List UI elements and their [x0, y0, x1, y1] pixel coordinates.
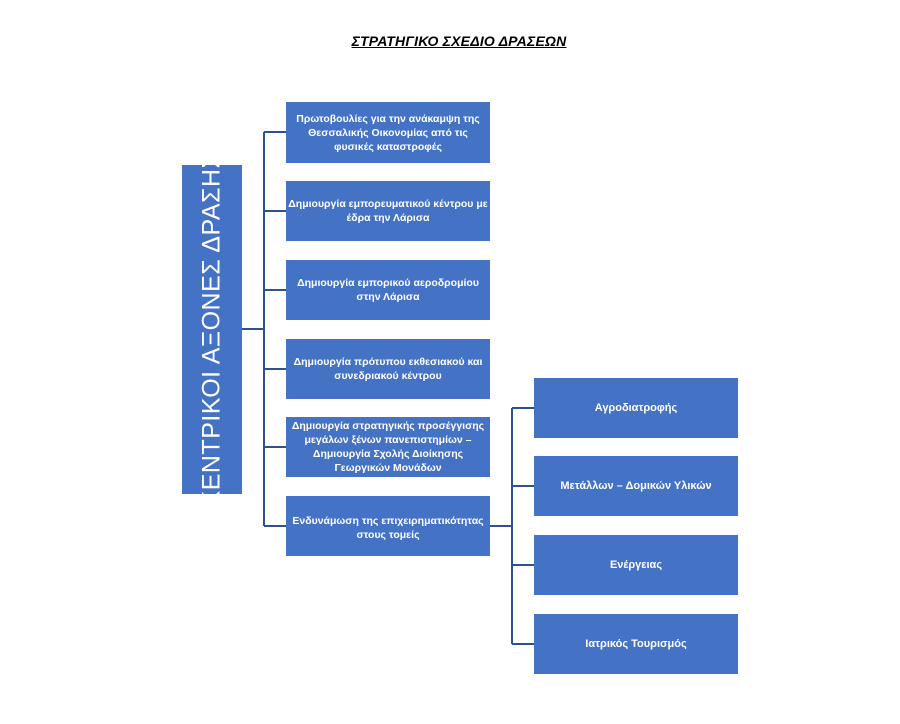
- axis-node-universities: Δημιουργία στρατηγικής προσέγγισης μεγάλ…: [286, 417, 490, 477]
- axis-node-airport: Δημιουργία εμπορικού αεροδρομίου στην Λά…: [286, 260, 490, 320]
- sector-node-agrifood: Αγροδιατροφής: [534, 378, 738, 438]
- root-label: ΚΕΝΤΡΙΚΟΙ ΑΞΟΝΕΣ ΔΡΑΣΗΣ: [197, 152, 226, 507]
- root-node: ΚΕΝΤΡΙΚΟΙ ΑΞΟΝΕΣ ΔΡΑΣΗΣ: [182, 152, 242, 507]
- sector-node-medical-tourism: Ιατρικός Τουρισμός: [534, 614, 738, 674]
- axis-node-exhibition-center: Δημιουργία πρότυπου εκθεσιακού και συνεδ…: [286, 339, 490, 399]
- sector-node-energy: Ενέργειας: [534, 535, 738, 595]
- sector-node-metals: Μετάλλων – Δομικών Υλικών: [534, 456, 738, 516]
- axis-node-entrepreneurship: Ενδυνάμωση της επιχειρηματικότητας στους…: [286, 496, 490, 556]
- axis-node-recovery: Πρωτοβουλίες για την ανάκαμψη της Θεσσαλ…: [286, 102, 490, 163]
- diagram-title: ΣΤΡΑΤΗΓΙΚΟ ΣΧΕΔΙΟ ΔΡΑΣΕΩΝ: [351, 33, 567, 49]
- axis-node-freight-center: Δημιουργία εμπορευματικού κέντρου με έδρ…: [286, 181, 490, 241]
